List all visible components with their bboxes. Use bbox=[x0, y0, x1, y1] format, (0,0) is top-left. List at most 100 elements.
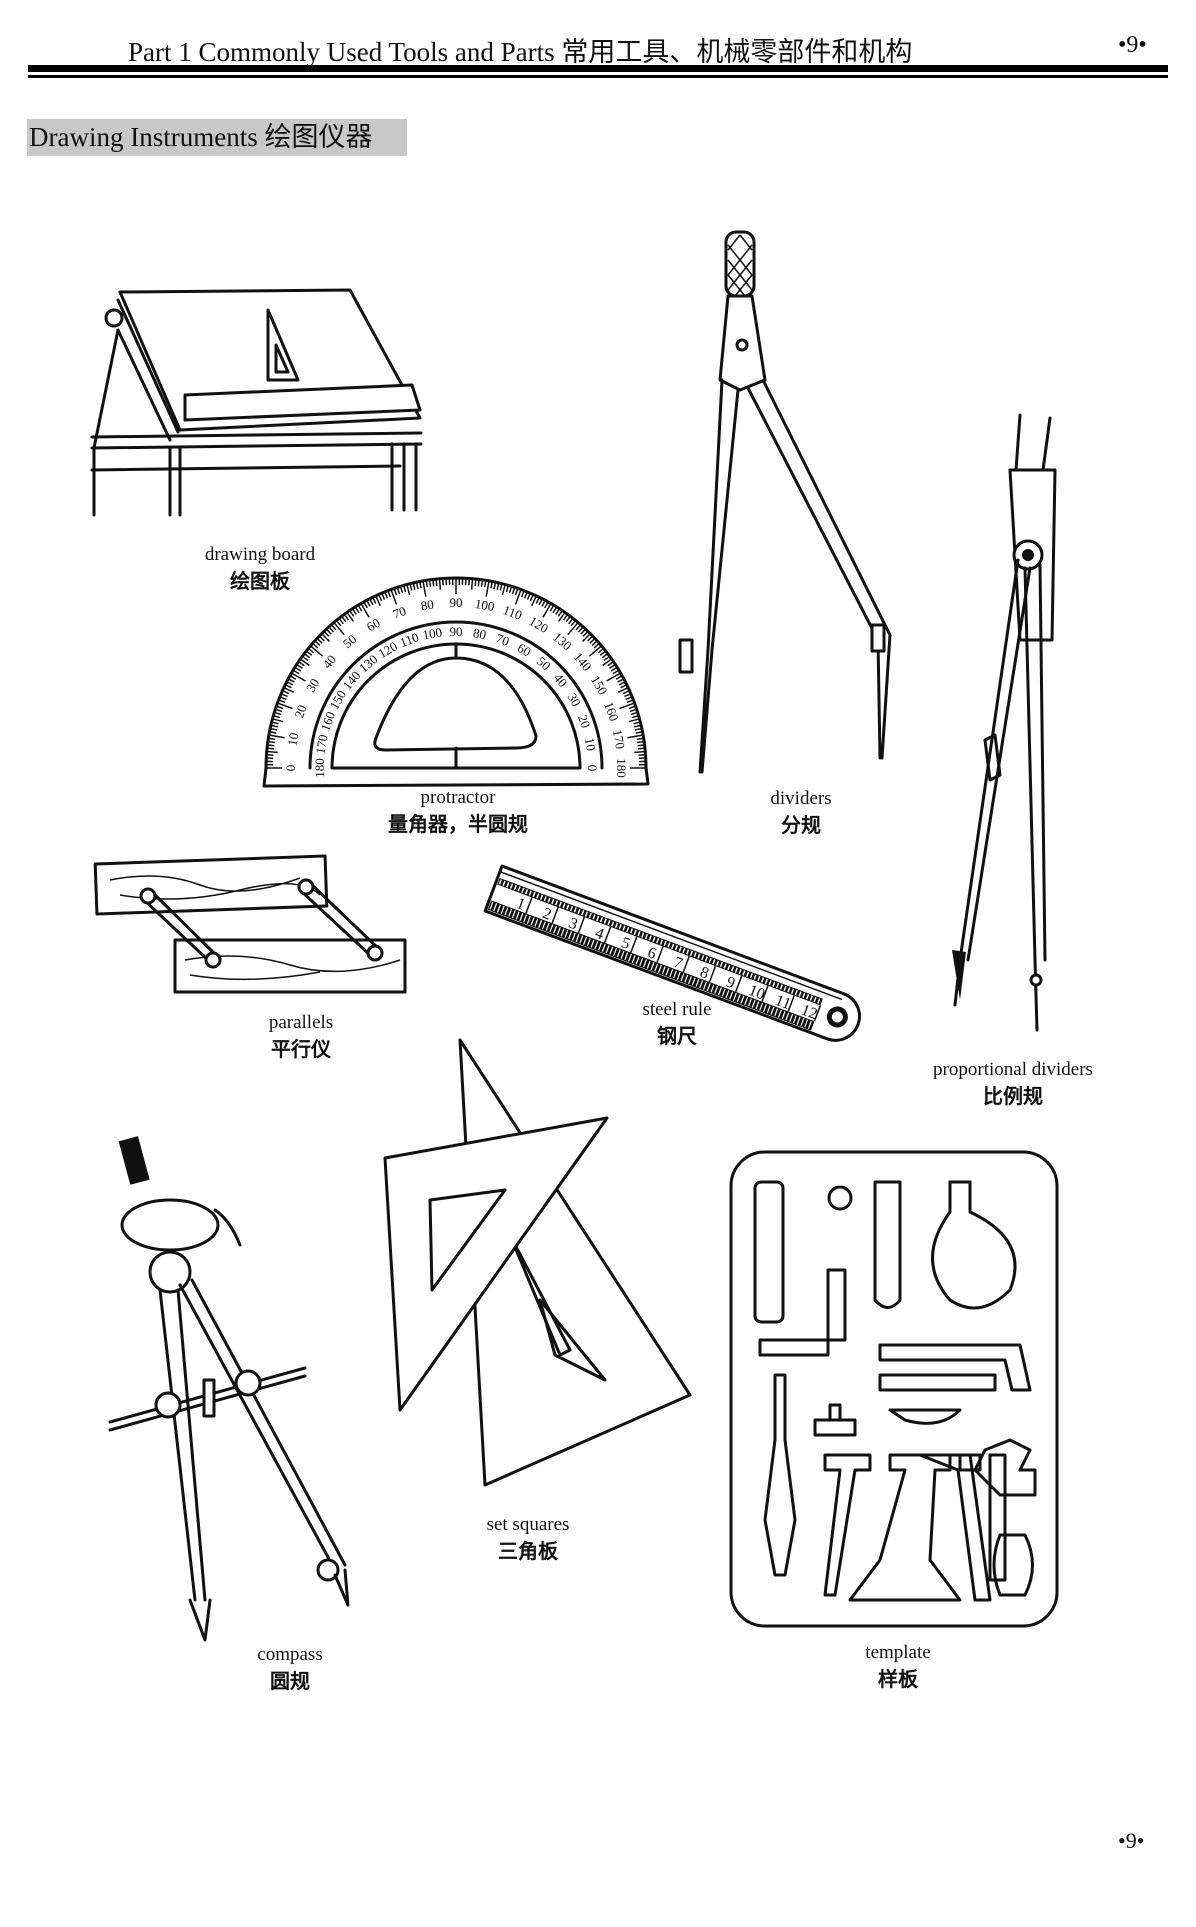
protractor-tick bbox=[387, 590, 392, 598]
protractor-tick bbox=[283, 687, 295, 694]
protractor-tick bbox=[599, 650, 607, 656]
protractor-tick bbox=[593, 642, 600, 649]
compass-illustration bbox=[108, 1136, 350, 1642]
protractor-tick bbox=[618, 681, 626, 686]
protractor-tick bbox=[321, 633, 330, 642]
protractor-tick bbox=[625, 696, 633, 701]
caption-zh: 圆规 bbox=[270, 1669, 310, 1693]
protractor-tick bbox=[406, 584, 411, 596]
protractor-scale-label: 90 bbox=[450, 595, 463, 610]
protractor-tick bbox=[346, 611, 354, 622]
protractor-tick bbox=[325, 628, 332, 635]
protractor-tick bbox=[615, 675, 623, 680]
protractor-scale-label: 100 bbox=[421, 624, 443, 642]
caption-en: template bbox=[865, 1642, 931, 1663]
protractor-tick bbox=[419, 581, 422, 589]
protractor-tick bbox=[354, 606, 360, 614]
caption-en: parallels bbox=[268, 1012, 334, 1033]
protractor-scale-label: 80 bbox=[420, 596, 435, 613]
protractor-tick bbox=[360, 603, 370, 618]
protractor-tick bbox=[562, 613, 569, 621]
steel-rule-number: 12 bbox=[799, 1002, 820, 1024]
protractor-tick bbox=[292, 669, 300, 675]
header-rule-thick bbox=[28, 65, 1168, 72]
protractor-tick bbox=[526, 592, 531, 600]
protractor-tick bbox=[278, 699, 286, 704]
protractor-tick bbox=[603, 655, 611, 662]
protractor-tick bbox=[501, 584, 506, 596]
protractor-tick bbox=[628, 718, 640, 723]
protractor-tick bbox=[588, 645, 603, 657]
protractor-tick bbox=[409, 583, 413, 591]
protractor-tick bbox=[633, 721, 641, 725]
protractor-tick bbox=[612, 669, 620, 675]
protractor-tick bbox=[357, 604, 363, 612]
protractor-scale-label: 60 bbox=[515, 640, 534, 659]
protractor-scale-label: 0 bbox=[283, 765, 298, 772]
caption-en: dividers bbox=[770, 788, 832, 809]
protractor-tick bbox=[619, 702, 635, 710]
protractor-tick bbox=[607, 661, 614, 667]
protractor-tick bbox=[609, 663, 616, 669]
caption-compass: compass 圆规 bbox=[257, 1643, 322, 1695]
protractor-tick bbox=[363, 601, 368, 609]
protractor-tick bbox=[622, 690, 630, 695]
header-page-number: •9• bbox=[1118, 32, 1147, 58]
protractor-tick bbox=[538, 598, 543, 606]
caption-zh: 绘图板 bbox=[230, 569, 290, 593]
protractor-tick bbox=[335, 619, 342, 627]
protractor-tick bbox=[280, 693, 288, 698]
protractor-tick bbox=[636, 737, 644, 741]
protractor-tick bbox=[338, 617, 344, 625]
footer-page-number: •9• bbox=[1118, 1828, 1145, 1853]
protractor-tick bbox=[617, 687, 629, 694]
protractor-tick bbox=[432, 579, 435, 587]
steel-rule-number: 10 bbox=[746, 982, 767, 1004]
protractor-tick bbox=[542, 603, 552, 618]
protractor-scale-label: 70 bbox=[494, 630, 511, 649]
protractor-tick bbox=[474, 578, 477, 587]
protractor-tick bbox=[294, 666, 302, 672]
protractor-tick bbox=[634, 724, 642, 728]
caption-drawing-board: drawing board 绘图板 bbox=[205, 543, 315, 595]
protractor-tick bbox=[375, 595, 382, 607]
protractor-tick bbox=[402, 585, 407, 593]
protractor-scale-label: 60 bbox=[364, 615, 383, 634]
protractor-tick bbox=[282, 690, 290, 695]
protractor-tick bbox=[634, 750, 646, 754]
protractor-scale-label: 160 bbox=[601, 700, 622, 723]
protractor-scale-label: 70 bbox=[391, 603, 408, 622]
protractor-tick bbox=[485, 580, 490, 597]
protractor-tick bbox=[523, 591, 528, 599]
protractor-tick bbox=[271, 721, 279, 725]
protractor-tick bbox=[511, 587, 516, 595]
caption-steel-rule: steel rule 钢尺 bbox=[642, 998, 711, 1050]
protractor-tick bbox=[393, 588, 398, 596]
protractor-tick bbox=[508, 586, 513, 594]
protractor-tick bbox=[369, 598, 374, 606]
caption-zh: 分规 bbox=[781, 813, 821, 837]
protractor-tick bbox=[499, 583, 503, 591]
protractor-tick bbox=[287, 678, 295, 683]
parallels-illustration bbox=[93, 854, 407, 994]
caption-zh: 三角板 bbox=[498, 1539, 558, 1563]
caption-zh: 比例规 bbox=[982, 1084, 1043, 1108]
protractor-tick bbox=[267, 740, 275, 744]
protractor-inner bbox=[330, 642, 582, 770]
protractor-tick bbox=[296, 663, 303, 669]
caption-en: protractor bbox=[420, 787, 496, 808]
protractor-tick bbox=[269, 731, 277, 734]
protractor-tick bbox=[567, 621, 579, 636]
protractor-tick bbox=[275, 708, 283, 713]
protractor-tick bbox=[549, 604, 555, 612]
protractor-tick bbox=[470, 578, 474, 590]
set-squares-illustration bbox=[383, 1038, 692, 1487]
protractor-tick bbox=[333, 621, 345, 636]
protractor-tick bbox=[483, 580, 487, 588]
protractor-scale-label: 170 bbox=[312, 733, 330, 755]
protractor-scale-label: 80 bbox=[472, 625, 487, 642]
protractor-tick bbox=[289, 675, 297, 680]
caption-dividers: dividers 分规 bbox=[770, 787, 831, 839]
protractor-tick bbox=[269, 727, 278, 731]
